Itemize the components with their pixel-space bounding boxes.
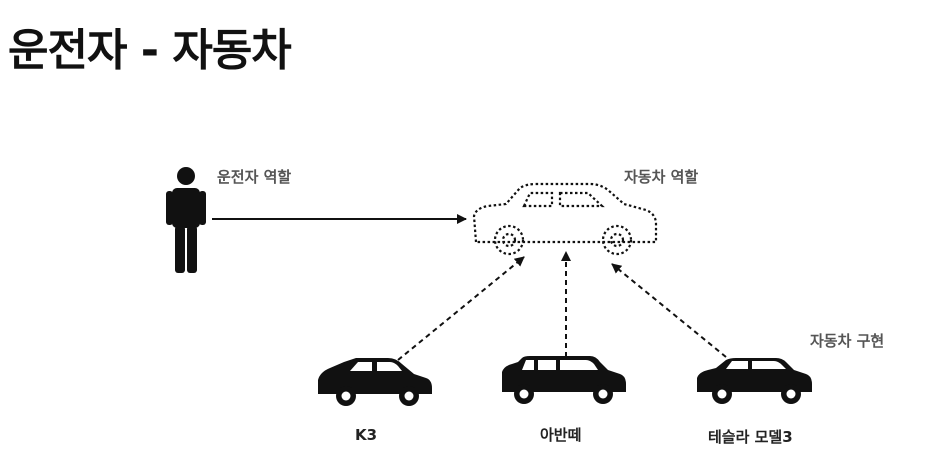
page-title: 운전자 - 자동차: [8, 25, 292, 76]
car-role-label: 자동차 역할: [624, 168, 699, 186]
k3-to-car-arrow: [397, 256, 525, 361]
avante-car-icon: [502, 356, 626, 404]
tesla-to-car-arrow: [611, 263, 727, 358]
car-role-outline-icon: [472, 182, 658, 256]
impl-label-k3: K3: [355, 426, 378, 444]
driver-role-label: 운전자 역할: [217, 168, 292, 186]
impl-label-tesla: 테슬라 모델3: [708, 428, 793, 446]
k3-car-icon: [318, 358, 432, 406]
tesla-car-icon: [697, 358, 812, 404]
driver-person-icon: [166, 167, 206, 273]
impl-label-avante: 아반떼: [540, 426, 582, 444]
car-impl-label: 자동차 구현: [810, 332, 885, 350]
